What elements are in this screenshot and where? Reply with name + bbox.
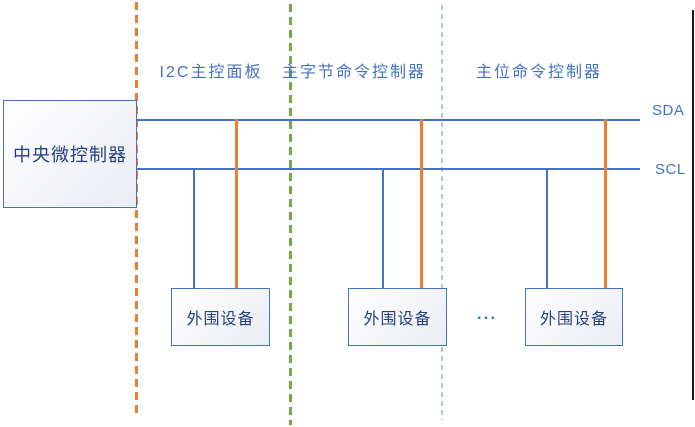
- region-label-i2c-master-panel: I2C主控面板: [159, 64, 263, 81]
- scl-bus-line: [137, 168, 640, 170]
- central-microcontroller-box: 中央微控制器: [3, 100, 137, 208]
- more-peripherals-ellipsis: ...: [476, 304, 498, 323]
- divider-green-dashed-line: [289, 4, 292, 425]
- divider-lightblue-dashed-line: [441, 5, 443, 420]
- divider-orange-dashed-line: [135, 2, 138, 414]
- region-label-master-byte-command-controller: 主字节命令控制器: [281, 64, 427, 81]
- peripheral2-scl-tap-line: [382, 168, 384, 289]
- peripheral3-sda-tap-line: [604, 119, 607, 289]
- peripheral-device-label: 外围设备: [539, 311, 608, 328]
- peripheral-device-box-3: 外围设备: [525, 288, 623, 346]
- peripheral-device-label: 外围设备: [186, 311, 255, 328]
- central-microcontroller-label: 中央微控制器: [13, 145, 127, 165]
- peripheral-device-label: 外围设备: [363, 311, 432, 328]
- region-label-master-bit-command-controller: 主位命令控制器: [475, 64, 603, 81]
- sda-bus-line: [137, 119, 640, 121]
- peripheral1-sda-tap-line: [235, 119, 238, 289]
- scl-bus-label: SCL: [655, 161, 686, 178]
- peripheral1-scl-tap-line: [193, 168, 195, 289]
- peripheral3-scl-tap-line: [546, 168, 548, 289]
- sda-bus-label: SDA: [652, 102, 685, 119]
- peripheral2-sda-tap-line: [420, 119, 423, 289]
- peripheral-device-box-2: 外围设备: [348, 288, 447, 346]
- image-right-border-line: [692, 10, 694, 400]
- peripheral-device-box-1: 外围设备: [171, 288, 270, 346]
